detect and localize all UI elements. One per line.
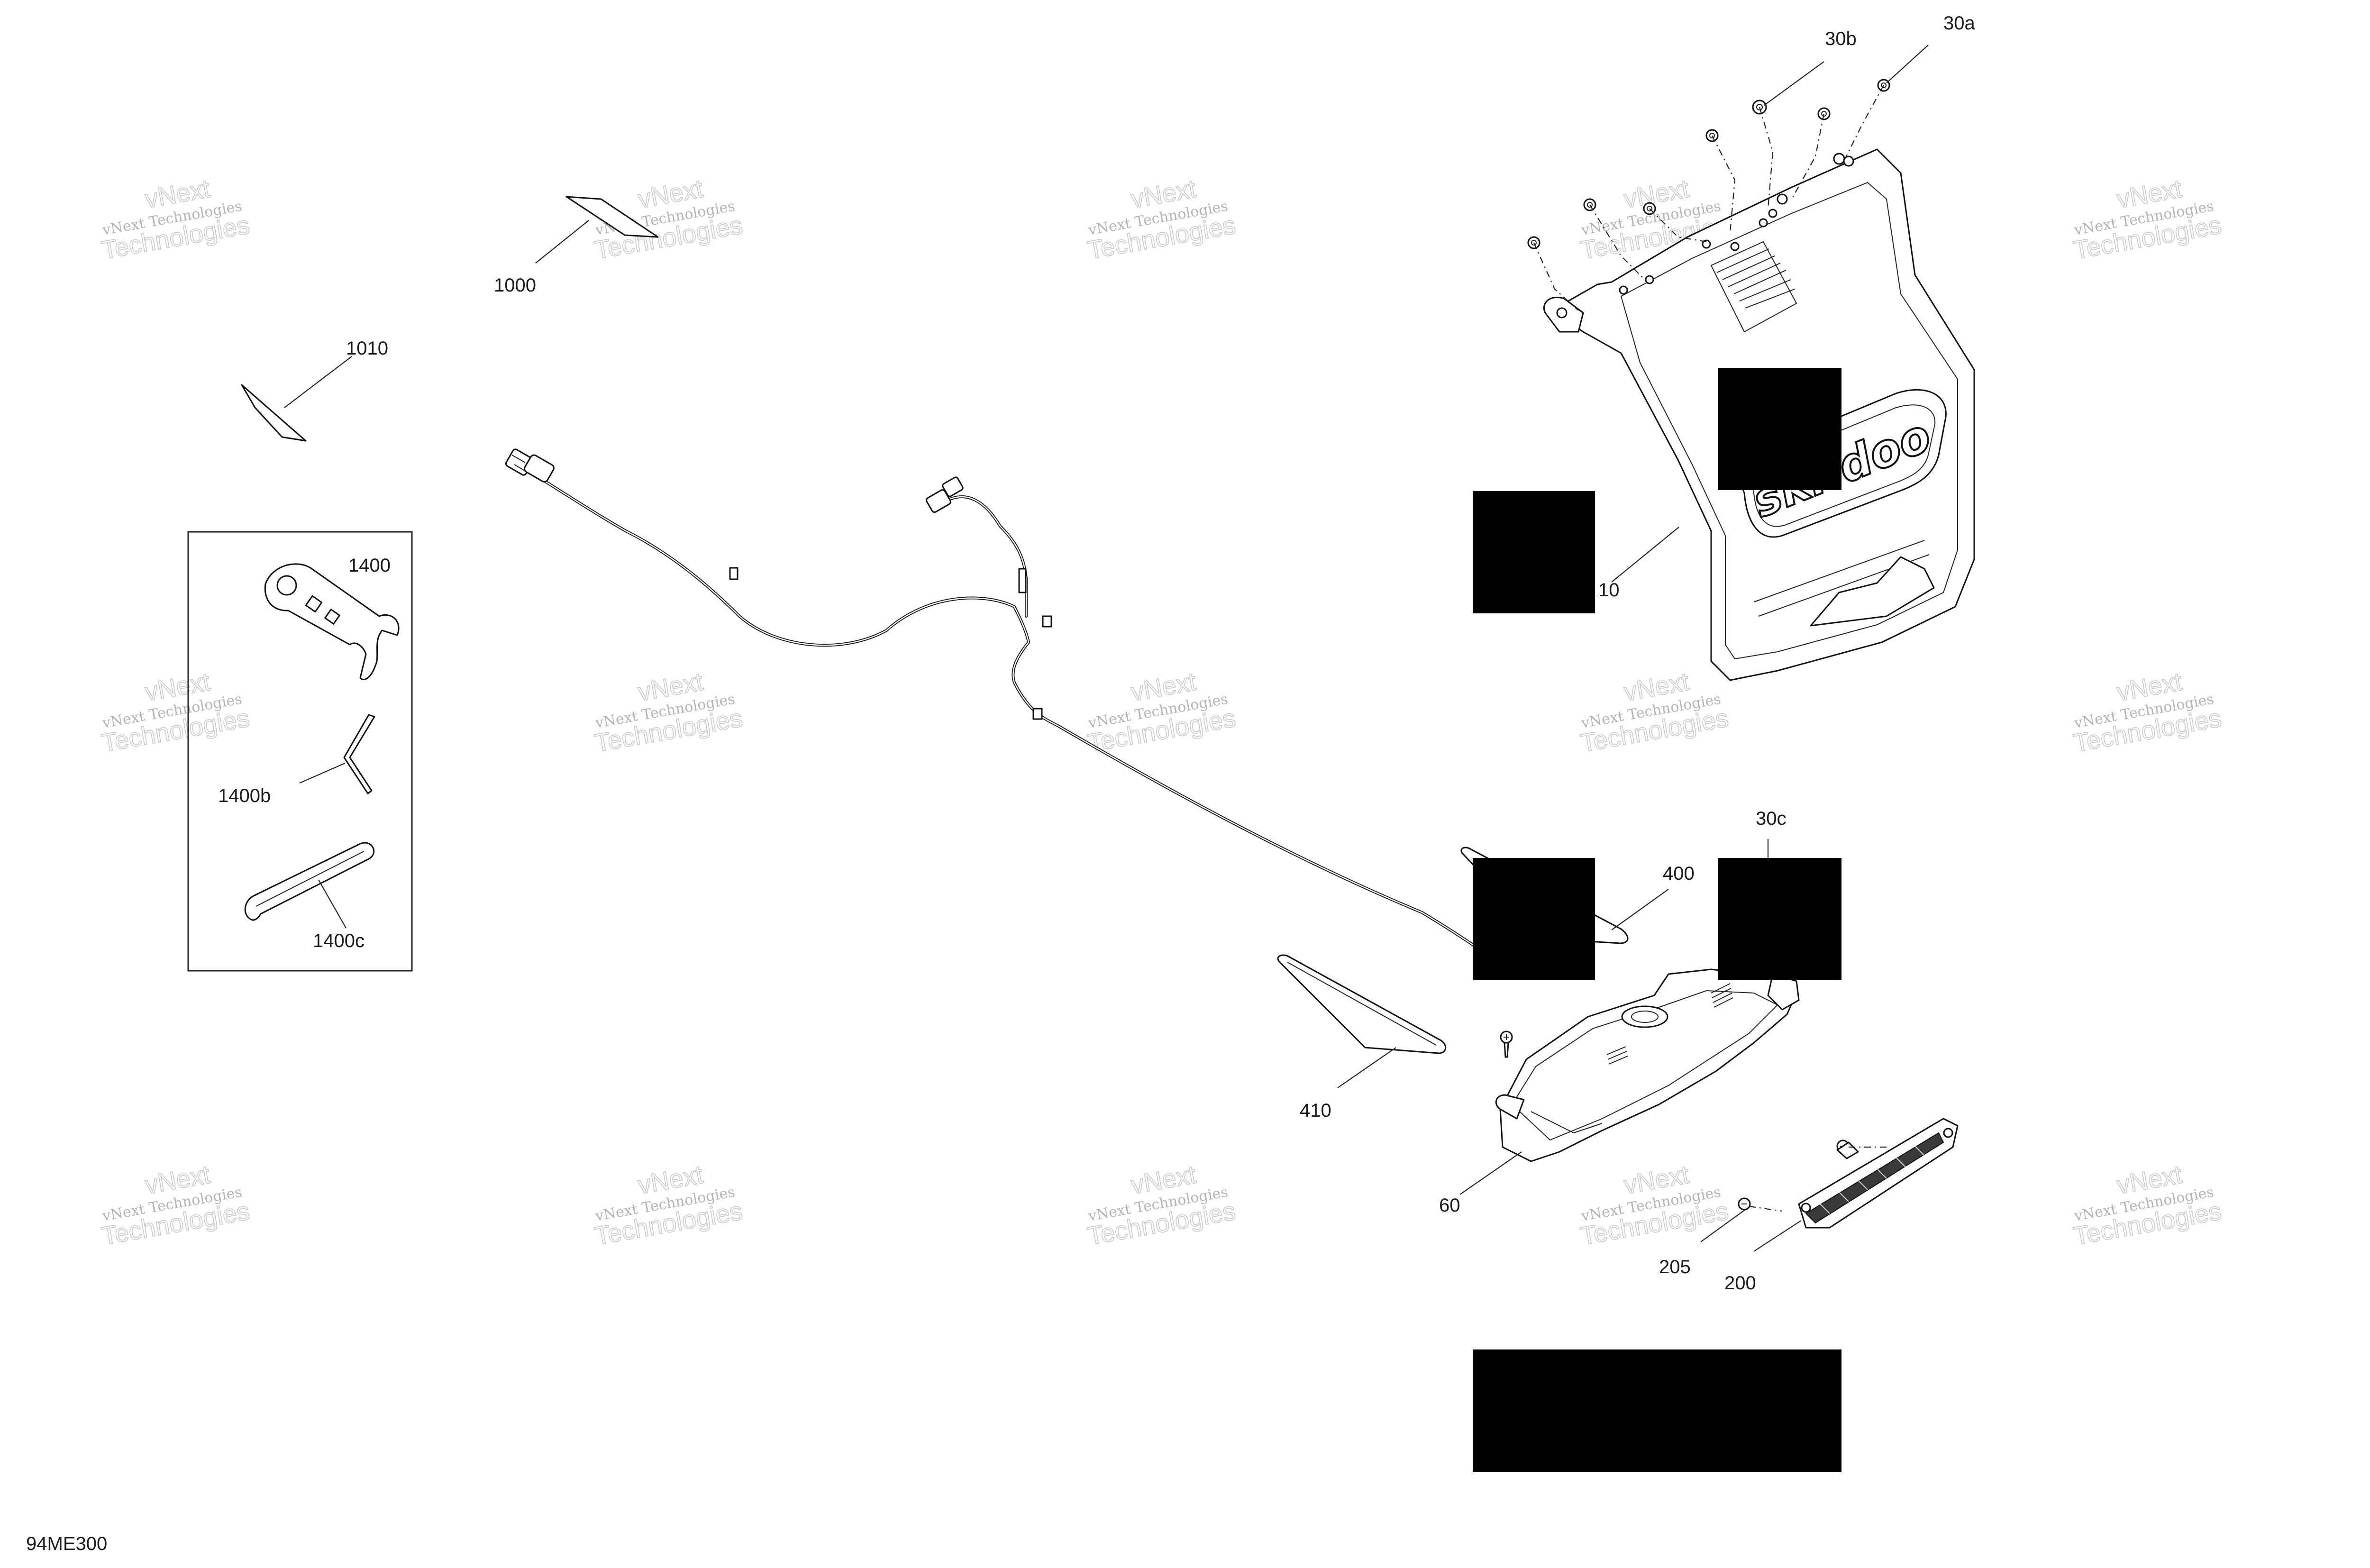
harness-clip	[729, 567, 738, 580]
part-410-reflector	[1277, 954, 1446, 1088]
callout-30a: 30a	[1943, 13, 1975, 34]
callout-400: 400	[1663, 863, 1695, 884]
callout-60: 60	[1439, 1195, 1460, 1216]
diagram-id: 94ME300	[26, 1533, 107, 1554]
callout-410: 410	[1300, 1100, 1331, 1121]
part-60-side-panel	[1459, 968, 1800, 1195]
harness-sleeve	[1018, 568, 1027, 593]
screws-205	[1700, 1140, 1887, 1242]
harness-clip	[1032, 708, 1043, 720]
leader-30b	[1764, 61, 1824, 106]
harness-connector-branch	[926, 476, 964, 513]
callout-10: 10	[1598, 580, 1620, 601]
redaction-block	[1473, 858, 1595, 980]
leader-30a	[1886, 45, 1929, 83]
callout-30b: 30b	[1825, 28, 1857, 49]
leader-10	[1611, 527, 1679, 583]
part-1400-wrench	[264, 563, 400, 681]
wiring-harness	[505, 448, 1476, 947]
part-1400c-strap	[244, 842, 375, 929]
part-1400b-hex-key	[299, 714, 375, 794]
redaction-block	[1473, 491, 1595, 613]
tool-kit-box	[187, 531, 413, 972]
callout-1400c: 1400c	[313, 930, 365, 951]
redaction-block	[1718, 368, 1841, 490]
harness-clip	[1042, 615, 1052, 628]
callout-1010: 1010	[346, 338, 388, 359]
callout-30c: 30c	[1756, 808, 1787, 829]
callout-1000: 1000	[494, 275, 536, 296]
part-1000-decal	[535, 196, 659, 264]
harness-connector-main	[505, 448, 555, 483]
callout-200: 200	[1724, 1273, 1756, 1294]
callout-205: 205	[1659, 1257, 1691, 1277]
callout-1400b: 1400b	[218, 785, 271, 806]
redaction-block	[1473, 1349, 1841, 1472]
redaction-block	[1718, 858, 1841, 980]
panel-vent-ribs	[1710, 241, 1797, 333]
part-200-grille	[1753, 1118, 1959, 1252]
fasteners-30a-30b	[1527, 79, 1890, 311]
part-1010-decal	[241, 356, 352, 442]
screw-60	[1500, 1030, 1513, 1058]
callout-1400: 1400	[348, 555, 391, 576]
